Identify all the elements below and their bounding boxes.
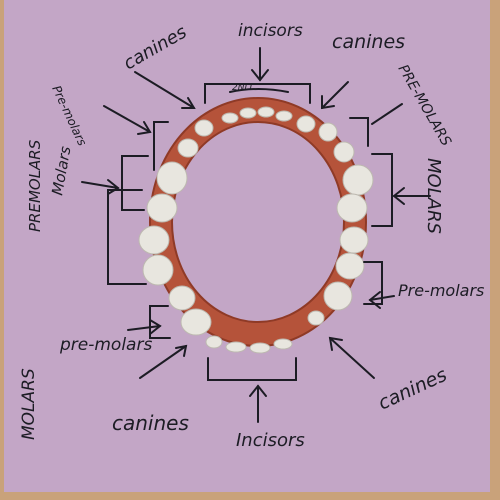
label-pre-molars-bottom-left: pre-molars	[59, 335, 152, 355]
ink-lines	[81, 47, 431, 423]
label-premolars-left: PREMOLARS	[26, 139, 44, 232]
label-canines-top-right: canines	[332, 31, 405, 53]
label-canines-bottom-left: canines	[112, 411, 189, 435]
teeth	[138, 106, 374, 354]
clay-jaw	[149, 97, 367, 347]
label-pre-molars-right: Pre-molars	[398, 281, 484, 300]
label-molars-bottom-left: MOLARS	[19, 368, 39, 440]
label-incisors-bottom: Incisors	[236, 430, 305, 451]
label-scribble-top: 2NLI	[232, 83, 252, 93]
label-incisors-top: incisors	[238, 21, 303, 41]
label-molars-right: MOLARS	[423, 158, 444, 234]
